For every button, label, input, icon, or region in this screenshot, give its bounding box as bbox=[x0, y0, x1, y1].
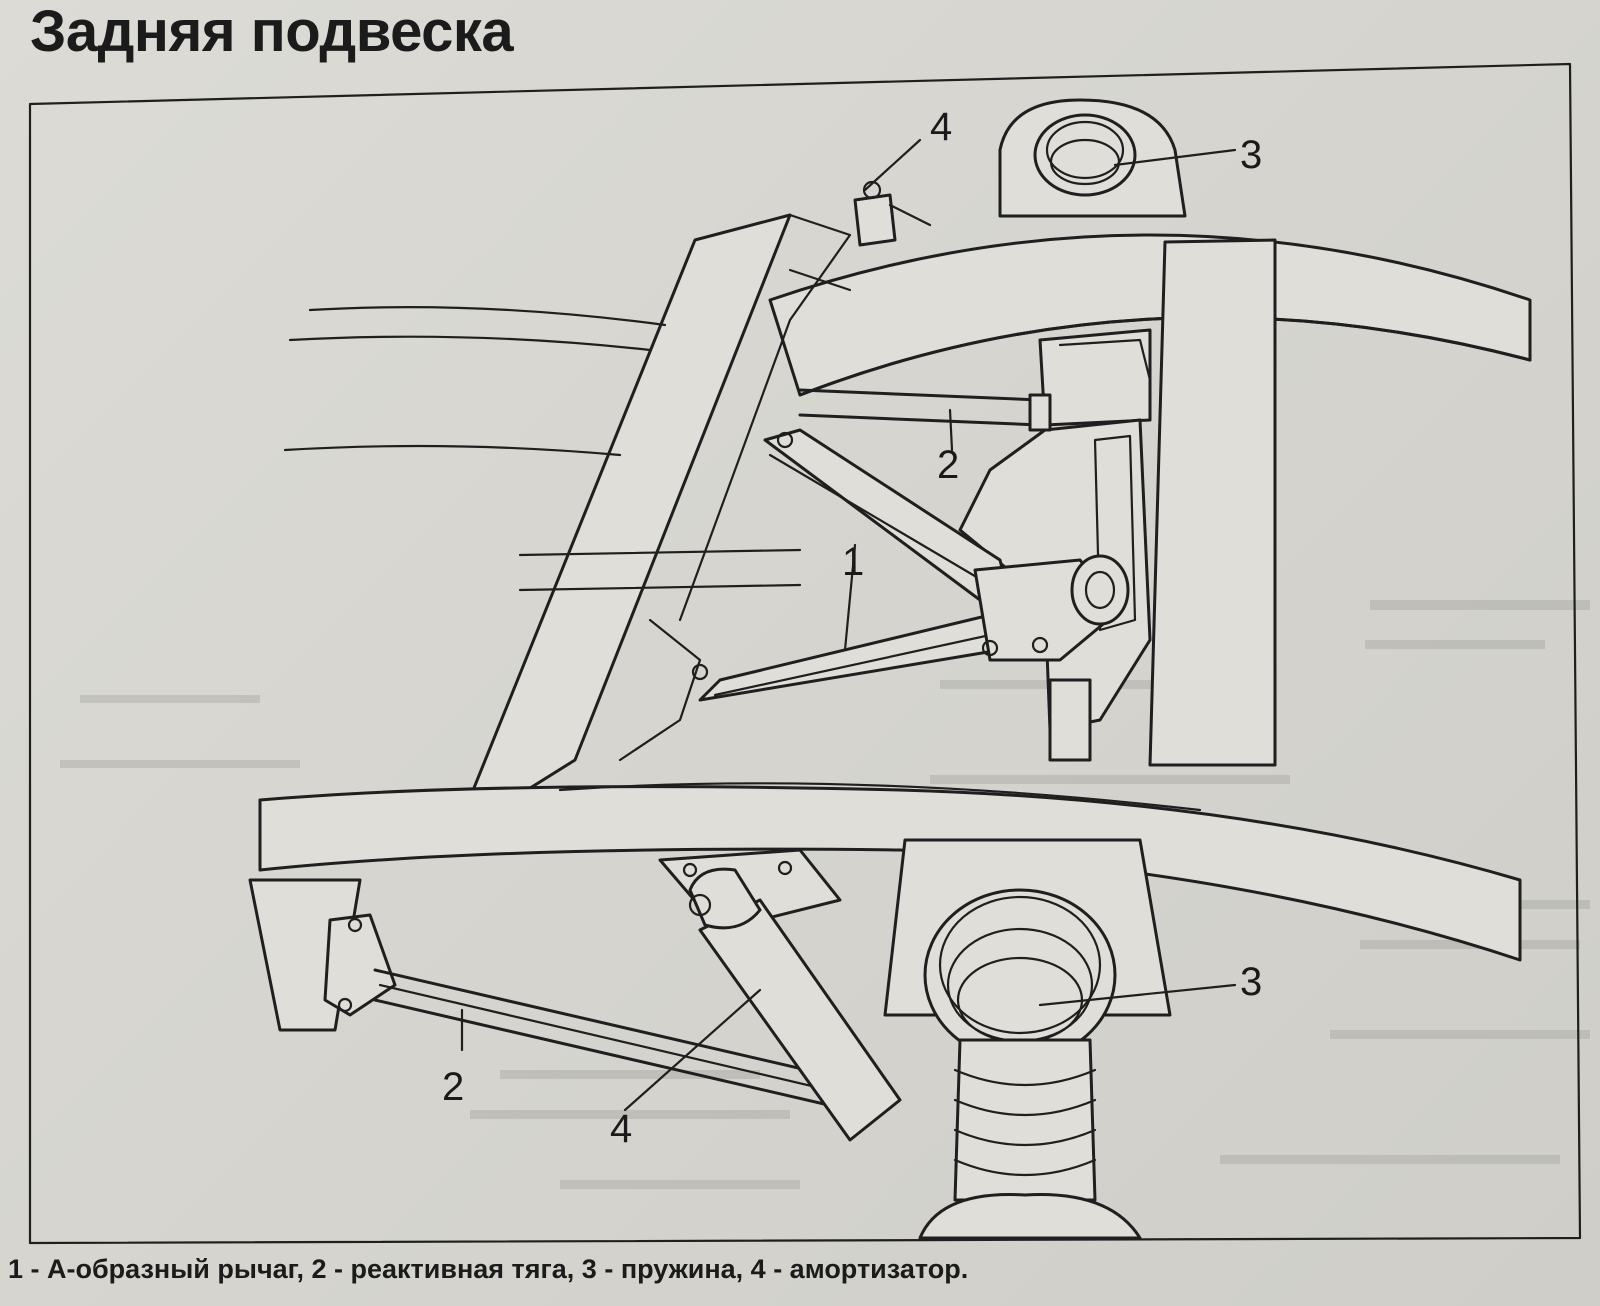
lower-left-bracket bbox=[248, 878, 397, 1032]
upper-reaction-rod bbox=[798, 388, 1052, 432]
callout-shock-upper: 4 bbox=[930, 105, 952, 149]
upper-shock-mount bbox=[853, 180, 932, 247]
callout-spring-lower: 3 bbox=[1240, 960, 1262, 1004]
lower-cross-beam bbox=[258, 782, 1522, 962]
callout-reaction-rod-upper: 2 bbox=[937, 443, 959, 487]
chassis-lines-left bbox=[283, 306, 802, 592]
lower-reaction-rod bbox=[373, 968, 852, 1112]
figure-caption: 1 - А-образный рычаг, 2 - реактивная тяг… bbox=[8, 1254, 969, 1284]
upper-cross-beam bbox=[768, 233, 1532, 397]
callout-shock-lower: 4 bbox=[610, 1107, 632, 1151]
axle-differential bbox=[958, 328, 1152, 762]
callout-spring-upper: 3 bbox=[1240, 133, 1262, 177]
leader-lines bbox=[460, 138, 1237, 1112]
callout-a-arm: 1 bbox=[842, 540, 864, 584]
shock-absorber bbox=[658, 848, 902, 1142]
vertical-frame-post bbox=[1148, 238, 1277, 767]
callout-reaction-rod-lower: 2 bbox=[442, 1065, 464, 1109]
left-frame-rail bbox=[453, 213, 852, 837]
upper-spring-mount bbox=[998, 98, 1187, 218]
diagram-border bbox=[28, 62, 1582, 1245]
lower-spring-assembly bbox=[883, 838, 1172, 1240]
page-title: Задняя подвеска bbox=[30, 0, 514, 64]
a-arm bbox=[691, 428, 1130, 702]
